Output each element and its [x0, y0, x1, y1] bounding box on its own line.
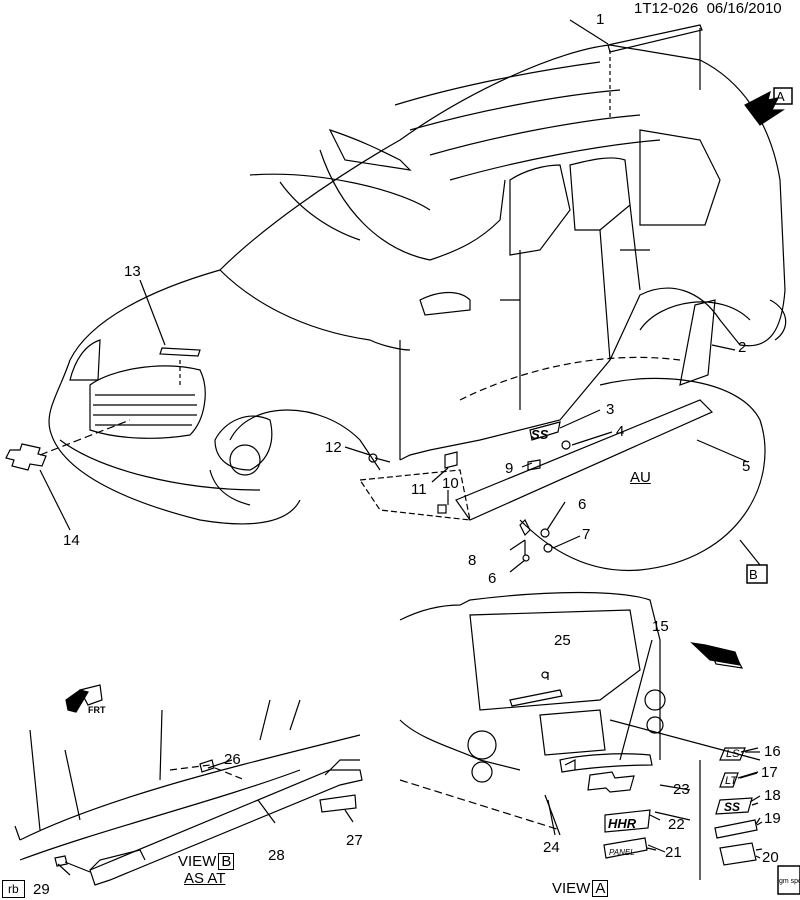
emblem-set: [714, 747, 800, 895]
callout-13: 13: [124, 263, 141, 280]
vehicle-main-view: [48, 44, 787, 525]
lt-emblem: LT: [725, 775, 738, 787]
rear-view-a: [399, 591, 761, 880]
view-a-ref-box: A: [592, 880, 609, 897]
callout-16: 16: [764, 743, 781, 760]
callout-7: 7: [582, 526, 591, 543]
gm-spo-badge: gm spo: [779, 878, 800, 885]
ss-emblem-main: SS: [531, 427, 549, 442]
callout-5: 5: [742, 458, 751, 475]
leader-lines: [57, 409, 761, 876]
drawing-id: 1T12-026: [634, 0, 699, 17]
hhr-panel-emblems: [544, 759, 661, 859]
callout-18: 18: [764, 787, 781, 804]
au-note: AU: [630, 469, 651, 486]
callout-10: 10: [442, 475, 459, 492]
drawing-date: 06/16/2010: [706, 0, 782, 17]
callout-21: 21: [665, 844, 682, 861]
callout-27: 27: [346, 832, 363, 849]
callout-6a: 6: [578, 496, 587, 513]
view-b-note: AS AT: [184, 870, 226, 887]
hhr-emblem: HHR: [608, 816, 637, 831]
front-arrow-icon-rear: [690, 642, 744, 669]
callout-28: 28: [268, 847, 285, 864]
callout-6b: 6: [488, 570, 497, 587]
part-13-hood-emblem: [139, 279, 201, 385]
ls-emblem: LS: [726, 748, 740, 760]
callout-1: 1: [596, 11, 605, 28]
callout-17: 17: [761, 764, 778, 781]
rb-tag: rb: [2, 880, 25, 898]
view-b-ref-tag: B: [749, 567, 758, 582]
rocker-detail-area: [358, 356, 768, 584]
view-a-arrow-icon: [744, 87, 793, 126]
frt-label-right: FRT: [716, 653, 734, 663]
callout-23: 23: [673, 781, 690, 798]
callout-12: 12: [325, 439, 342, 456]
part-1-roof-rail: [569, 19, 703, 120]
callout-11: 11: [411, 481, 427, 498]
callout-15: 15: [652, 618, 669, 635]
panel-emblem: PANEL: [609, 848, 635, 857]
callout-24: 24: [543, 839, 560, 856]
part-14-front-bowtie: [5, 419, 131, 531]
callout-9: 9: [505, 460, 514, 477]
drawing-header: 1T12-026 06/16/2010: [634, 0, 782, 17]
callout-20: 20: [762, 849, 779, 866]
callout-29: 29: [33, 881, 50, 898]
view-b-label: VIEW: [178, 853, 217, 870]
frt-label-left: FRT: [88, 705, 106, 715]
view-a-label: VIEW: [552, 880, 591, 897]
view-b-rocker: [14, 684, 363, 886]
view-a-ref-tag: A: [776, 89, 785, 104]
callout-14: 14: [63, 532, 80, 549]
callout-22: 22: [668, 816, 685, 833]
callout-19: 19: [764, 810, 781, 827]
part-2-flare: [679, 299, 736, 386]
callout-3: 3: [606, 401, 615, 418]
view-b-ref-box: B: [218, 853, 235, 870]
callout-4: 4: [616, 423, 625, 440]
callout-26: 26: [224, 751, 241, 768]
ss-emblem-rear: SS: [724, 800, 741, 814]
callout-2: 2: [738, 339, 747, 356]
callout-8: 8: [468, 552, 477, 569]
callout-25: 25: [554, 632, 571, 649]
